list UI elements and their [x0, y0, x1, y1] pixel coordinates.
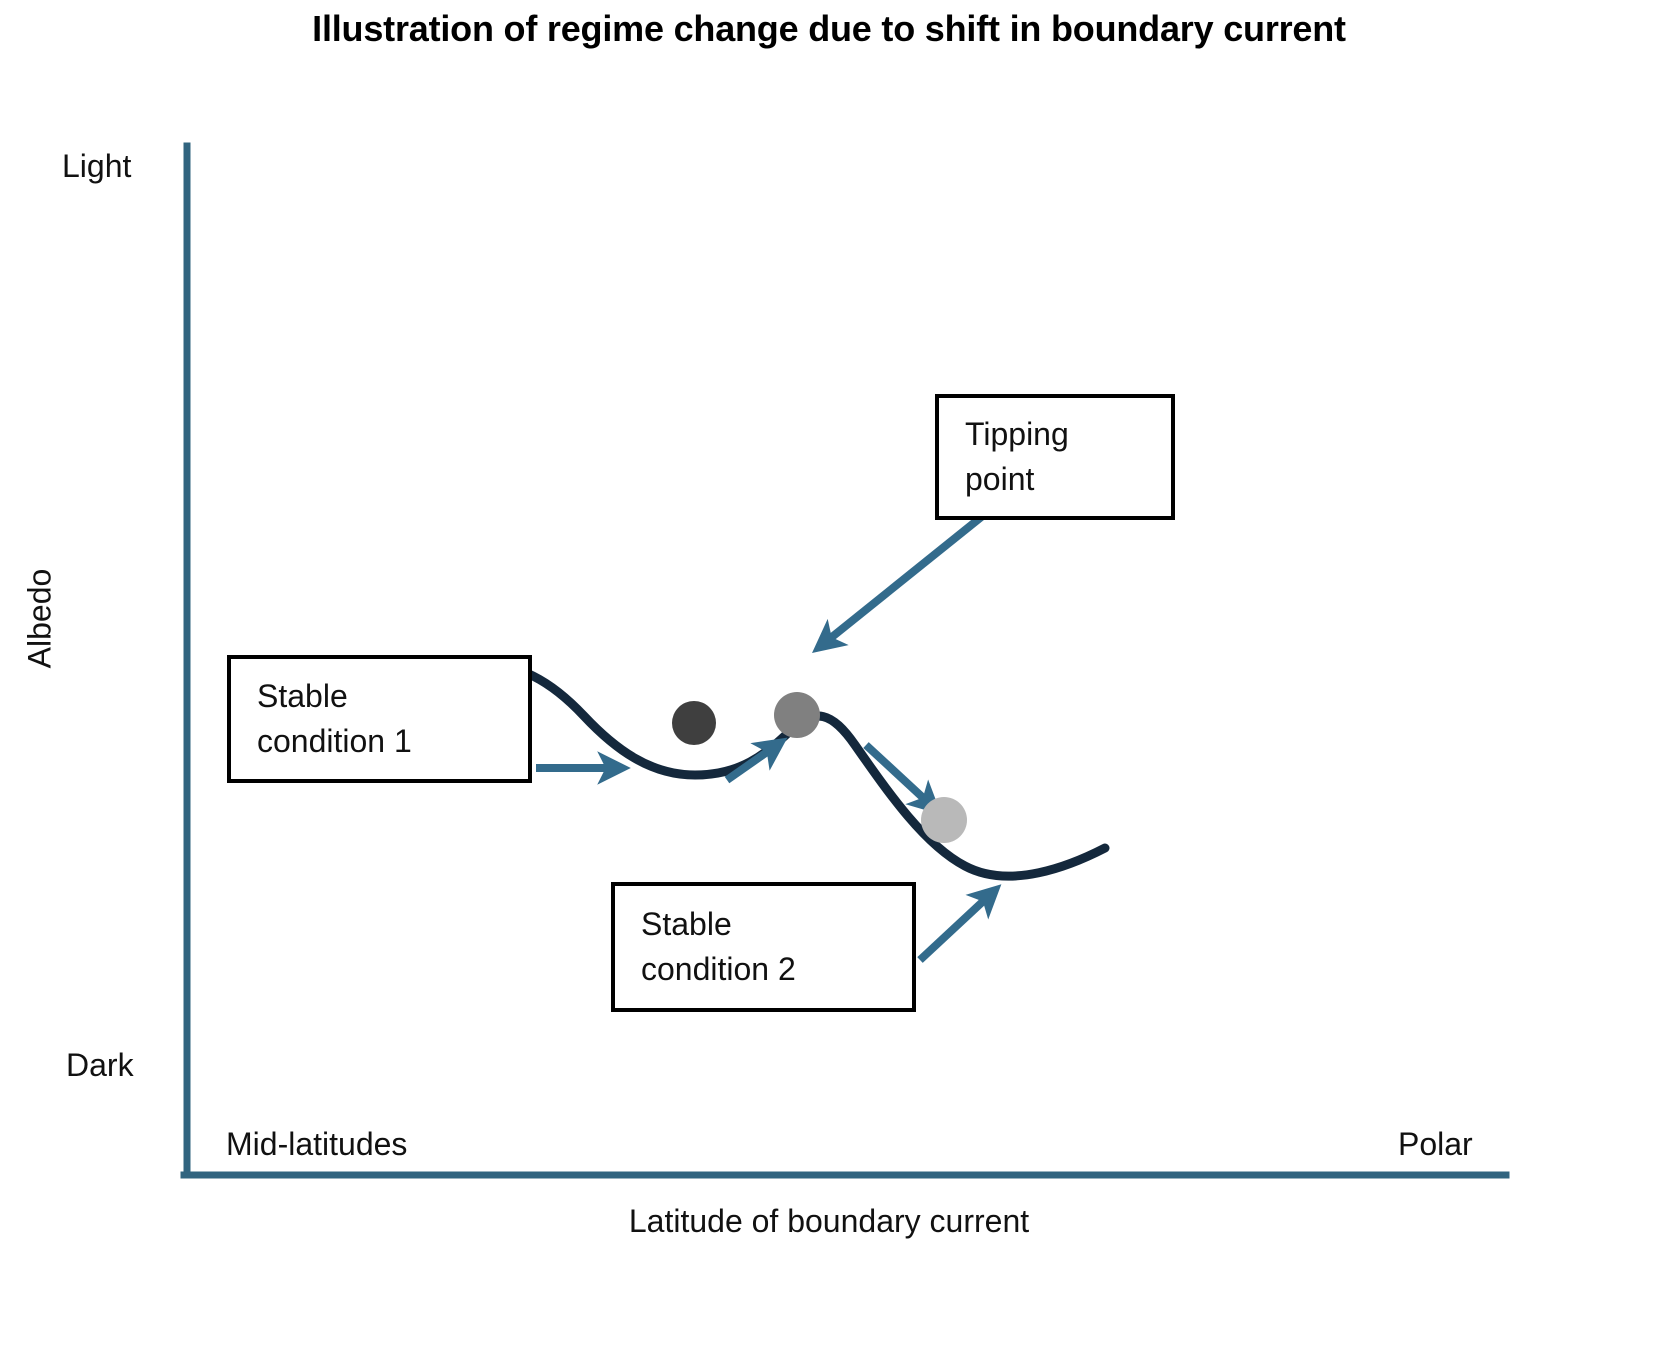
ball-stable-condition-2: [921, 797, 967, 843]
arrow-tipping-point: [812, 506, 993, 654]
arrow-stable-condition-2: [917, 884, 1002, 963]
callout-stable-condition-2-line2: condition 2: [641, 951, 796, 987]
ball-stable-condition-1: [672, 701, 716, 745]
x-axis-right-label: Polar: [1398, 1126, 1473, 1162]
y-axis-top-label: Light: [62, 148, 132, 184]
callout-tipping-point-line2: point: [965, 461, 1035, 497]
y-axis-bottom-label: Dark: [66, 1047, 134, 1083]
callout-stable-condition-1-line1: Stable: [257, 677, 348, 714]
callout-stable-condition-1-line2: condition 1: [257, 723, 412, 759]
arrow-downhill-transition: [863, 742, 942, 815]
ball-tipping-point: [774, 692, 820, 738]
x-axis-left-label: Mid-latitudes: [226, 1126, 408, 1162]
callout-stable-condition-2: Stable condition 2: [611, 882, 916, 1012]
callout-stable-condition-2-line1: Stable: [641, 905, 732, 942]
callout-tipping-point: Tipping point: [935, 394, 1175, 520]
page-title: Illustration of regime change due to shi…: [312, 8, 1346, 49]
y-axis-title: Albedo: [21, 568, 58, 669]
callout-stable-condition-1: Stable condition 1: [227, 655, 532, 783]
x-axis-title: Latitude of boundary current: [628, 1203, 1030, 1239]
arrow-uphill-transition: [724, 737, 788, 784]
callout-tipping-point-line1: Tipping: [965, 415, 1069, 452]
